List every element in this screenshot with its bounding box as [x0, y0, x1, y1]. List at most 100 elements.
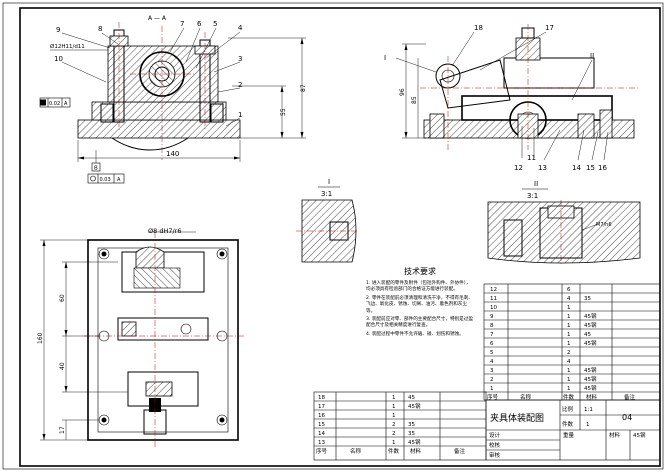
section-mark-a: A — A	[148, 15, 167, 22]
parts-row-qty: 1	[567, 305, 571, 311]
balloon-12: 12	[514, 164, 523, 172]
parts-row-qty: 1	[567, 377, 571, 383]
fit-label-top: Ø8 dH7/r6	[148, 227, 181, 235]
parts-header-no: 序号	[316, 447, 328, 455]
parts-row-qty: 1	[392, 404, 396, 410]
balloon-17: 17	[545, 24, 554, 32]
balloon-5: 5	[213, 20, 217, 28]
balloon-1: 1	[238, 111, 242, 119]
parts-row-no: 8	[490, 323, 494, 329]
detail-ii: II 3:1 M7/h6	[487, 180, 641, 264]
dim-160: 160	[37, 332, 44, 344]
parts-row-no: 2	[490, 377, 494, 383]
parts-row-material: 45钢	[408, 402, 421, 410]
weight-label: 重量	[563, 431, 575, 439]
balloon-ii: II	[590, 52, 594, 60]
check-label: 校核	[489, 441, 501, 449]
parts-row-material: 35	[408, 422, 415, 428]
parts-row-no: 11	[490, 296, 497, 302]
scale-label: 比例	[562, 405, 574, 413]
balloon-10: 10	[54, 55, 63, 63]
tech-req-title: 技术要求	[404, 267, 436, 276]
parts-header-qty: 件数	[563, 393, 575, 401]
parts-header-name: 名称	[350, 447, 362, 455]
detail-ii-scale: 3:1	[527, 192, 538, 200]
parts-row-qty: 1	[567, 323, 571, 329]
detail-i: I 3:1	[296, 178, 358, 263]
parts-row-no: 7	[490, 332, 494, 338]
parts-header-qty: 件数	[388, 447, 400, 455]
title-block: 夹具体装配图 比例 1:1 件数 1 04 设计 校核 审核 重量 材料 45钢	[485, 399, 661, 461]
gdt-frame-bottom: 0.03 A	[87, 173, 125, 184]
parts-row-qty: 1	[567, 386, 571, 392]
parts-row-no: 4	[490, 359, 494, 365]
parts-row-qty: 2	[567, 350, 571, 356]
parts-row-qty: 2	[392, 422, 396, 428]
dim-140: 140	[166, 150, 179, 158]
parts-row-qty: 4	[567, 359, 571, 365]
svg-text:0.02: 0.02	[49, 101, 60, 107]
fit-label-front: Ø12H11/d11	[50, 43, 85, 50]
balloon-11: 11	[527, 154, 536, 162]
svg-text:0.03: 0.03	[100, 177, 111, 183]
parts-header-note: 备注	[624, 393, 636, 401]
parts-row-qty: 6	[567, 287, 571, 293]
tech-req-item: 1. 进入装配的零件及附件（包括外购件、外协件），均必须具有检验部门的合格证方能…	[366, 281, 471, 293]
parts-header-note: 备注	[454, 447, 466, 455]
dim-96: 96	[399, 88, 406, 96]
dim-87: 87	[300, 84, 307, 92]
parts-row-material: 45钢	[408, 438, 421, 446]
balloon-13: 13	[538, 164, 547, 172]
parts-row-material: 45钢	[584, 366, 597, 374]
material-value: 45钢	[633, 431, 646, 439]
detail-ii-thread: M7/h6	[596, 222, 612, 228]
balloon-14: 14	[572, 164, 581, 172]
parts-row-material: 45钢	[584, 312, 597, 320]
parts-row-material: 45钢	[584, 339, 597, 347]
drawing-number: 04	[622, 413, 632, 422]
parts-row-no: 15	[318, 422, 325, 428]
parts-row-material: 35	[584, 296, 591, 302]
balloon-3: 3	[238, 55, 242, 63]
datum-b: B	[94, 166, 98, 172]
parts-row-no: 12	[490, 287, 497, 293]
parts-row-qty: 1	[567, 368, 571, 374]
parts-row-no: 5	[490, 350, 494, 356]
parts-row-no: 18	[318, 395, 325, 401]
balloon-i: I	[384, 54, 386, 62]
qty-label: 件数	[562, 420, 574, 428]
front-view: A — A 9 8 7 6 5	[39, 15, 307, 184]
balloon-9: 9	[56, 26, 60, 34]
tech-req-list: 1. 进入装配的零件及附件（包括外购件、外协件），均必须具有检验部门的合格证方能…	[366, 281, 474, 338]
parts-row-qty: 1	[567, 332, 571, 338]
side-balloons: 18 17 I II 12 11 13 14 15 16	[384, 24, 609, 172]
top-view: Ø8 dH7/r6 160 60 40 17	[37, 227, 244, 448]
parts-row-no: 10	[490, 305, 497, 311]
parts-row-material: 45钢	[584, 384, 597, 392]
parts-header-no: 序号	[487, 393, 499, 401]
balloon-6: 6	[197, 20, 202, 28]
parts-header-material: 材料	[410, 447, 422, 455]
parts-row-no: 1	[490, 386, 494, 392]
parts-row-material: 45	[408, 395, 415, 401]
parts-row-qty: 2	[392, 431, 396, 437]
balloon-15: 15	[586, 164, 595, 172]
parts-row-qty: 1	[392, 440, 396, 446]
parts-row-no: 13	[318, 440, 325, 446]
parts-row-no: 3	[490, 368, 494, 374]
tech-req-item: 4. 装配过程中零件不允许磕、碰、划伤和锈蚀。	[366, 331, 464, 337]
parts-row-no: 16	[318, 413, 325, 419]
detail-i-title: I	[328, 178, 330, 186]
front-balloons: 9 8 7 6 5 4 3 2 1 10	[54, 20, 243, 127]
parts-row-qty: 1	[392, 413, 396, 419]
detail-ii-title: II	[534, 180, 538, 188]
parts-header-name: 名称	[520, 393, 532, 401]
balloon-16: 16	[598, 164, 607, 172]
parts-row-qty: 1	[567, 314, 571, 320]
parts-row-material: 45钢	[584, 375, 597, 383]
parts-row-qty: 4	[567, 296, 571, 302]
parts-row-material: 45钢	[584, 321, 597, 329]
dim-60: 60	[59, 294, 66, 302]
